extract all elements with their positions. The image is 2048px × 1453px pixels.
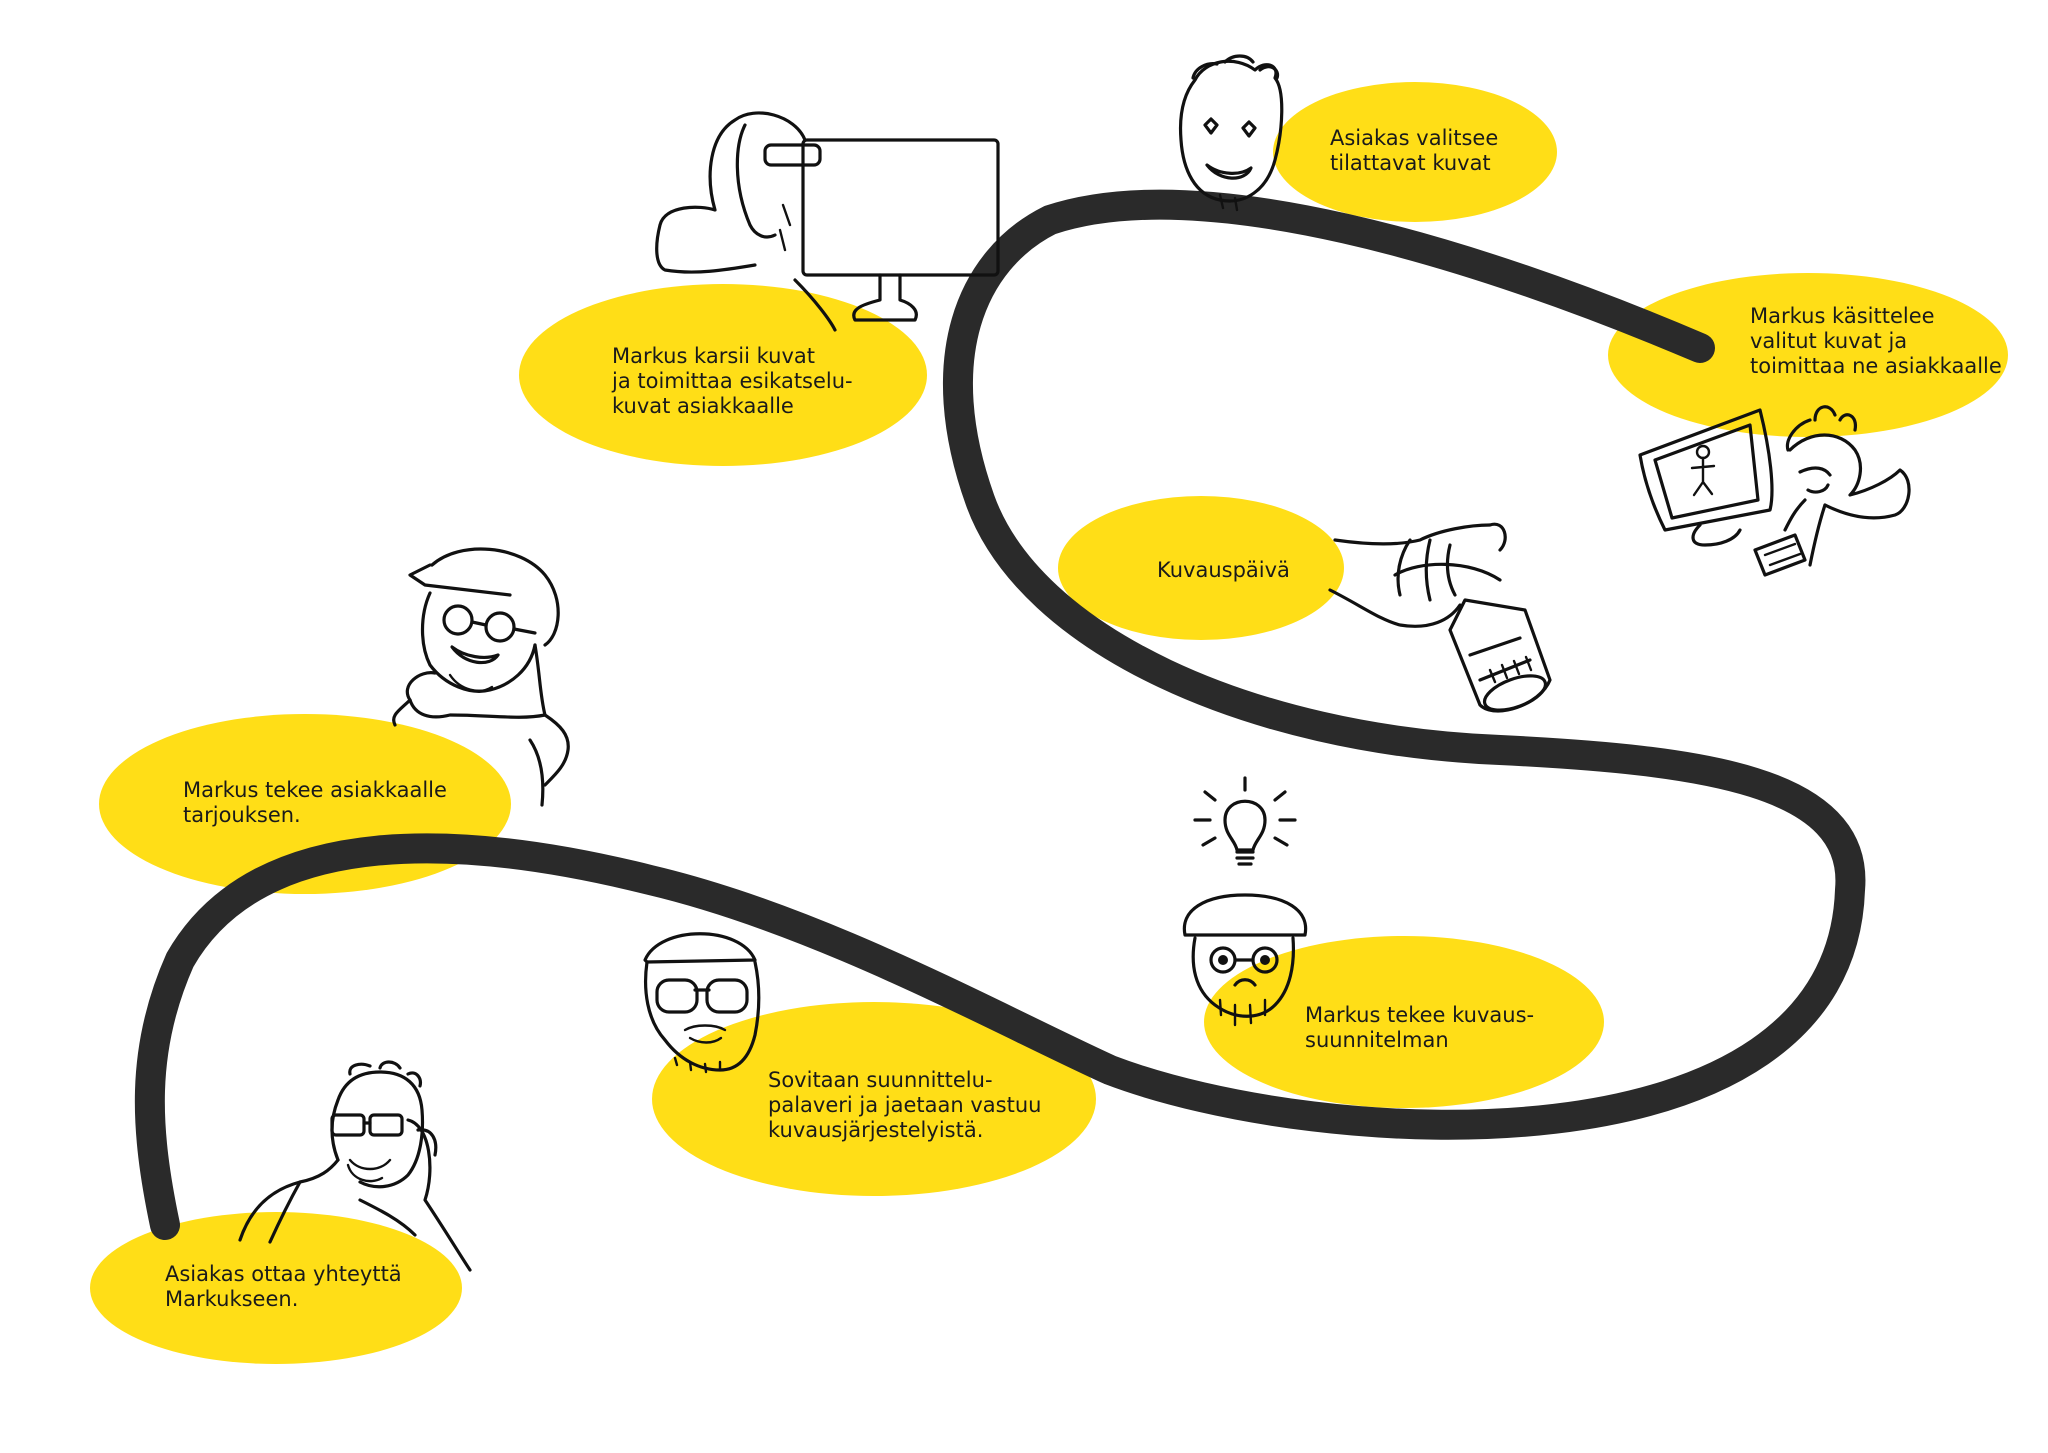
step-7-label: Asiakas valitsee tilattavat kuvat: [1330, 126, 1498, 176]
step-2-label: Markus tekee asiakkaalle tarjouksen.: [183, 778, 447, 828]
step-1-line-1: Asiakas ottaa yhteyttä: [165, 1262, 402, 1287]
step-5-line-1: Kuvauspäivä: [1157, 558, 1290, 583]
step-7-line-1: Asiakas valitsee: [1330, 126, 1498, 151]
step-6-line-2: ja toimittaa esikatselu-: [612, 369, 853, 394]
step-5-label: Kuvauspäivä: [1157, 558, 1290, 583]
step-8-label: Markus käsittelee valitut kuvat ja toimi…: [1750, 304, 2002, 379]
step-6-line-1: Markus karsii kuvat: [612, 344, 853, 369]
happy-customer-face-icon: [1181, 56, 1282, 210]
step-6-label: Markus karsii kuvat ja toimittaa esikats…: [612, 344, 853, 419]
step-1-line-2: Markukseen.: [165, 1287, 402, 1312]
step-3-line-3: kuvausjärjestelyistä.: [768, 1118, 1041, 1143]
step-2-line-2: tarjouksen.: [183, 803, 447, 828]
step-1-label: Asiakas ottaa yhteyttä Markukseen.: [165, 1262, 402, 1312]
step-4-line-1: Markus tekee kuvaus-: [1305, 1003, 1534, 1028]
step-3-line-2: palaveri ja jaetaan vastuu: [768, 1093, 1041, 1118]
step-3-label: Sovitaan suunnittelu- palaveri ja jaetaa…: [768, 1068, 1041, 1143]
hand-holding-camera-icon: [1330, 524, 1550, 717]
bubble-layer: [90, 82, 2008, 1364]
step-6-line-3: kuvat asiakkaalle: [612, 394, 853, 419]
step-8-line-3: toimittaa ne asiakkaalle: [1750, 354, 2002, 379]
step-4-line-2: suunnitelman: [1305, 1028, 1534, 1053]
step-3-line-1: Sovitaan suunnittelu-: [768, 1068, 1041, 1093]
step-8-line-2: valitut kuvat ja: [1750, 329, 2002, 354]
step-7-line-2: tilattavat kuvat: [1330, 151, 1498, 176]
step-2-line-1: Markus tekee asiakkaalle: [183, 778, 447, 803]
step-8-line-1: Markus käsittelee: [1750, 304, 2002, 329]
step-4-label: Markus tekee kuvaus- suunnitelman: [1305, 1003, 1534, 1053]
